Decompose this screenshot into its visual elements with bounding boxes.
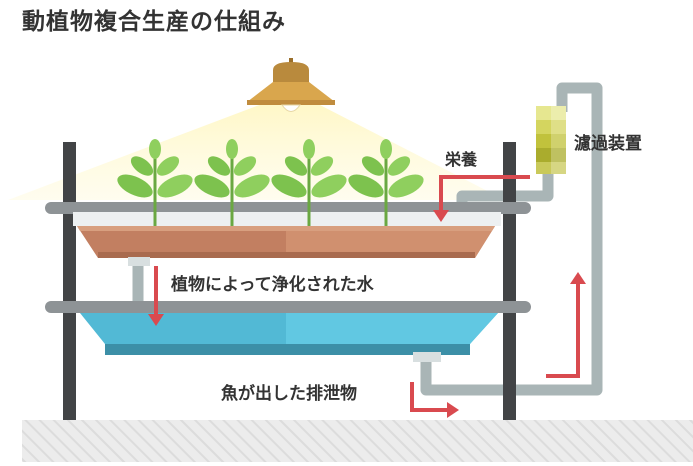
plant-icon: [117, 139, 193, 226]
lower-shelf-bar: [45, 301, 531, 313]
fish-waste-label: 魚が出した排泄物: [221, 384, 357, 404]
purified-water-label: 植物によって浄化された水: [171, 275, 374, 295]
plant-icon: [271, 139, 347, 226]
nutrient-label: 栄養: [445, 150, 478, 169]
filter-label: 濾過装置: [574, 134, 642, 154]
plant-group: [117, 139, 424, 226]
soil-bed: [77, 226, 495, 258]
tank-drain-connector: [413, 352, 441, 362]
flow-arrows: [154, 175, 580, 412]
floor: [22, 420, 693, 462]
lamp-icon: [247, 58, 335, 112]
plant-icon: [348, 139, 424, 226]
rack-post-left: [63, 142, 76, 420]
return-arrow-icon: [546, 278, 580, 378]
arrow-heads: [148, 210, 586, 418]
nutrient-arrow-icon: [439, 175, 530, 214]
filter-device-icon: [536, 106, 566, 174]
waste-arrow-icon: [410, 382, 451, 412]
rack-post-right: [503, 142, 516, 420]
fish-tank: [80, 313, 498, 355]
plant-icon: [194, 139, 270, 226]
upper-shelf-bar: [45, 202, 531, 214]
page-title: 動植物複合生産の仕組み: [22, 9, 286, 35]
grow-tray-rim: [73, 212, 501, 226]
tray-drain-connector: [128, 257, 150, 266]
